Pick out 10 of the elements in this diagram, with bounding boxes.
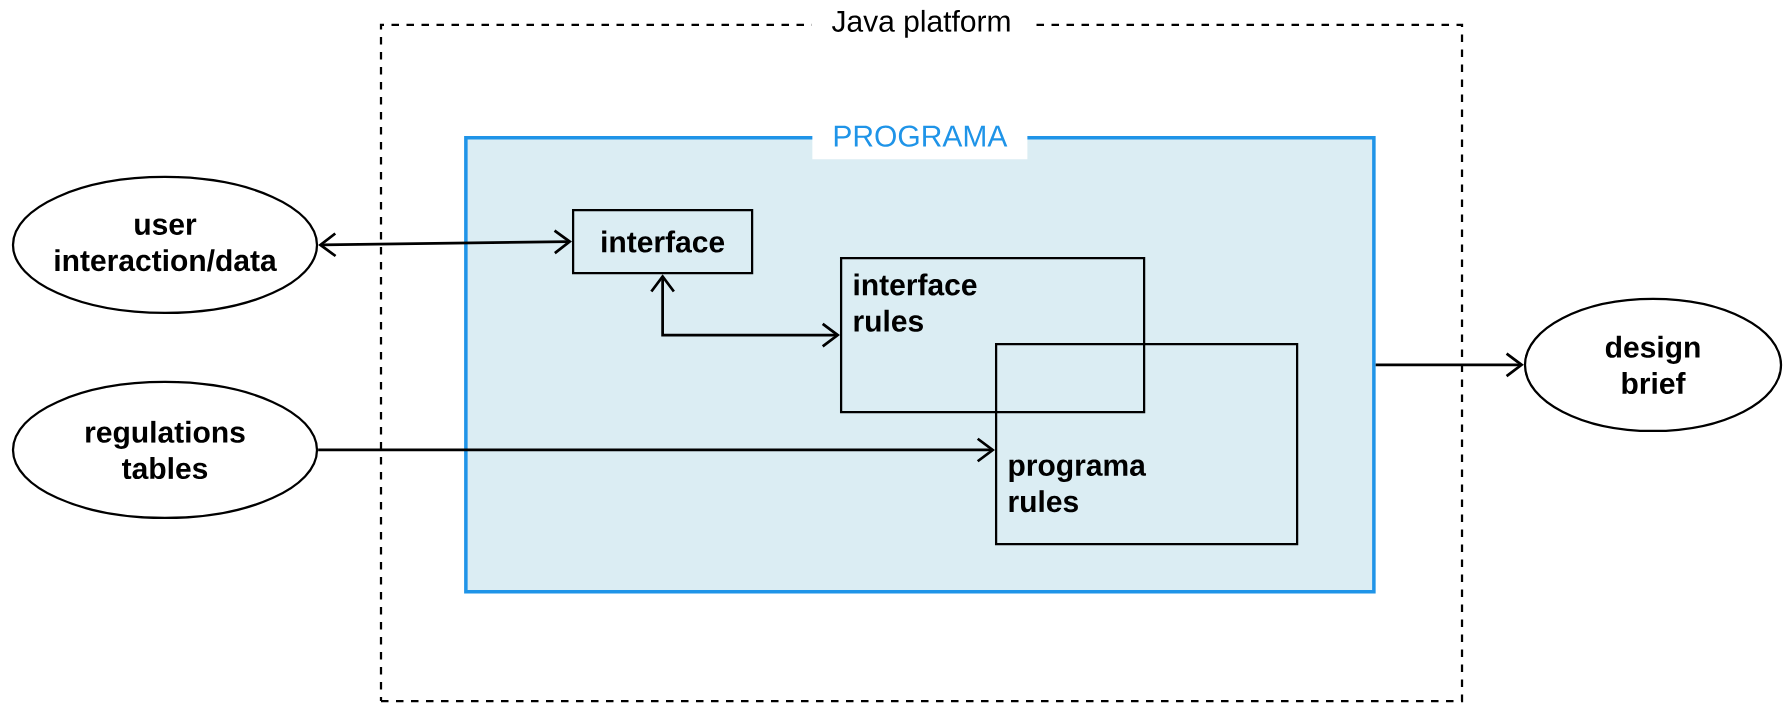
process-box: interface — [572, 208, 754, 275]
ellipse-node: design brief — [1523, 297, 1783, 433]
arrow — [650, 274, 840, 348]
process-box: programa rules — [995, 343, 1299, 546]
arrow — [1375, 352, 1524, 378]
ellipse-node: regulations tables — [11, 380, 319, 520]
ellipse-node: user interaction/data — [11, 175, 319, 315]
process-box: interface rules — [840, 256, 1146, 414]
arrow — [318, 229, 572, 258]
arrow — [318, 437, 995, 463]
